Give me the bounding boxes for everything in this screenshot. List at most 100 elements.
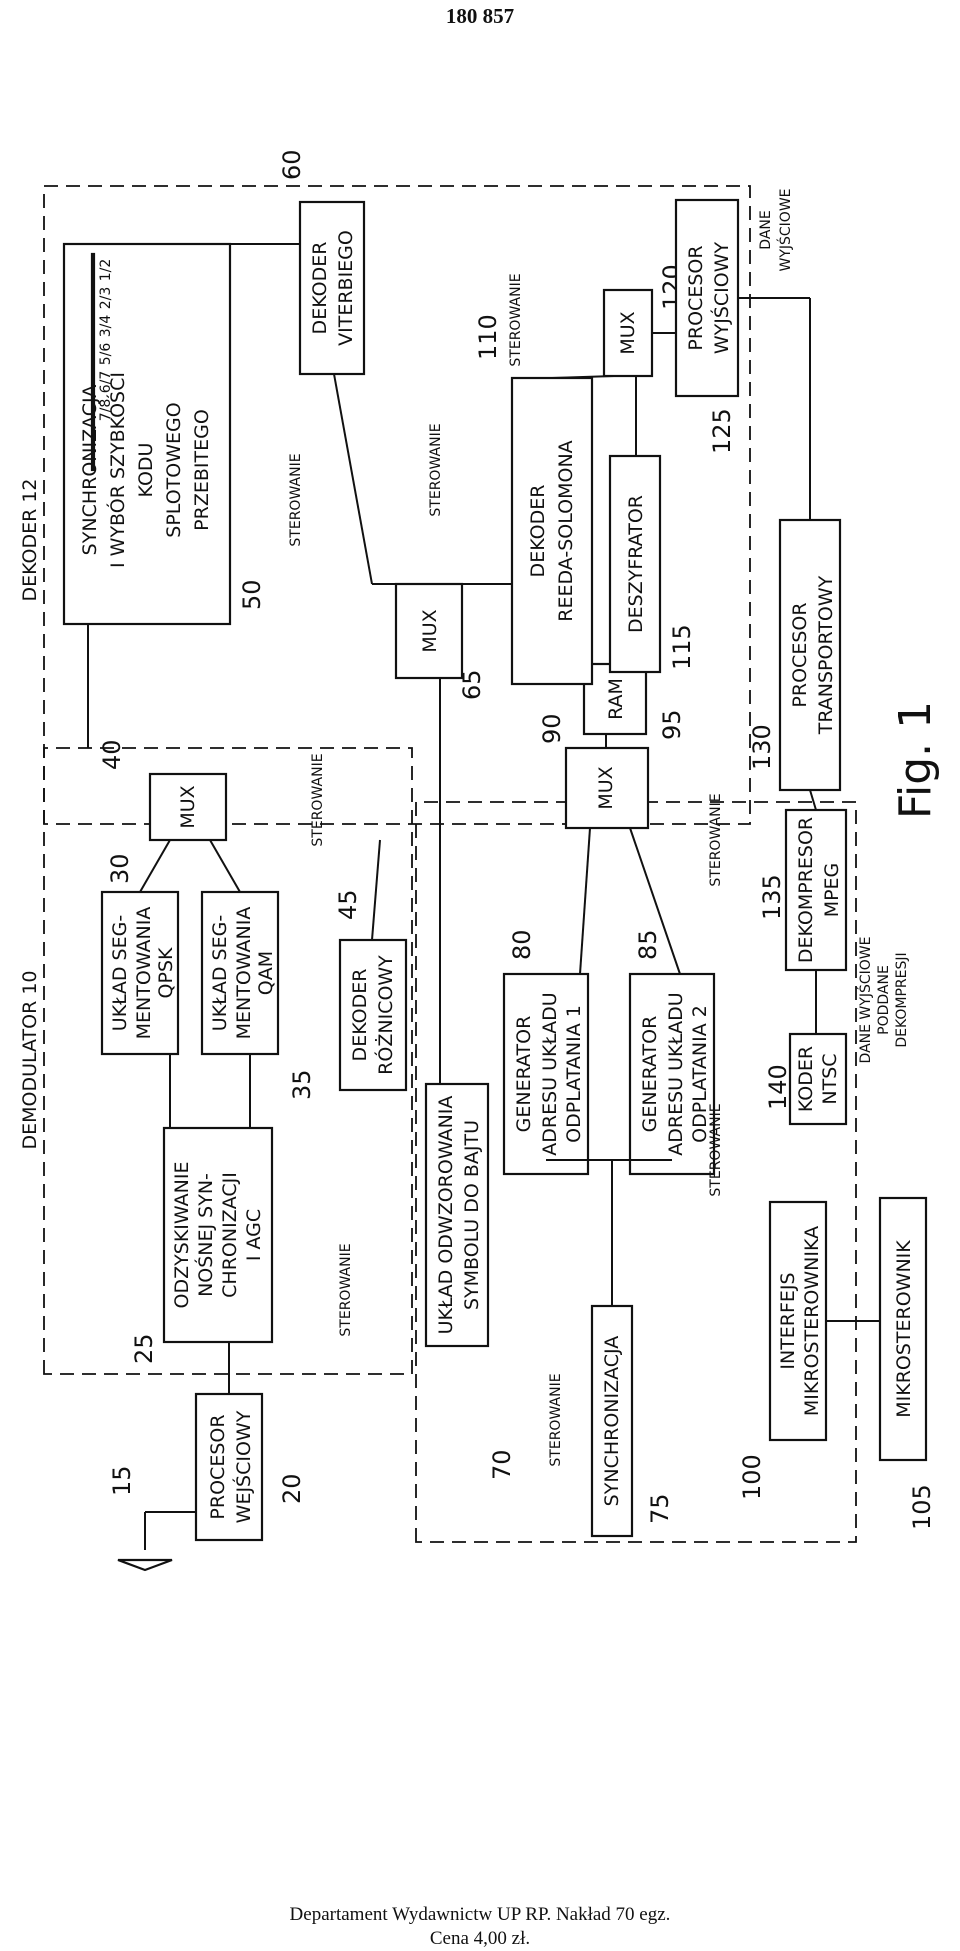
ntsc-coder-ref: 140 bbox=[764, 1064, 792, 1110]
decompressed-data-line1: DANE WYJŚCIOWE bbox=[856, 937, 874, 1064]
mux-65-ref: 65 bbox=[458, 669, 486, 700]
mux-40-ref: 40 bbox=[98, 739, 126, 770]
input-processor-ref: 20 bbox=[278, 1473, 306, 1504]
svg-text:MUX: MUX bbox=[177, 785, 199, 828]
sync-rate-ref: 50 bbox=[238, 579, 266, 610]
symbol-byte-block: UKŁAD ODWZOROWANIA SYMBOLU DO BAJTU bbox=[424, 1082, 490, 1348]
output-processor-block: PROCESOR WYJŚCIOWY bbox=[674, 198, 740, 398]
svg-text:WEJŚCIOWY: WEJŚCIOWY bbox=[231, 1410, 255, 1523]
svg-text:MENTOWANIA: MENTOWANIA bbox=[133, 907, 155, 1040]
ram-ref: 95 bbox=[658, 709, 686, 740]
transport-processor-ref: 130 bbox=[748, 724, 776, 770]
rate-6-7: 6/7 bbox=[98, 371, 114, 394]
svg-text:NOŚNEJ SYN-: NOŚNEJ SYN- bbox=[193, 1173, 217, 1297]
mpeg-decompressor-ref: 135 bbox=[758, 874, 786, 920]
mux-90-block: MUX bbox=[564, 746, 650, 830]
svg-text:DEKODER: DEKODER bbox=[349, 969, 371, 1062]
sync-75-control: STEROWANIE bbox=[548, 1373, 564, 1466]
svg-text:I AGC: I AGC bbox=[243, 1209, 265, 1261]
footer-publisher: Departament Wydawnictw UP RP. Nakład 70 … bbox=[289, 1904, 671, 1925]
viterbi-decoder-ref: 60 bbox=[278, 149, 306, 180]
decompressed-data-line2: PODDANE bbox=[876, 965, 892, 1035]
qpsk-ref: 30 bbox=[106, 853, 134, 884]
svg-text:DEKODER: DEKODER bbox=[309, 242, 331, 335]
svg-text:ODPLATANIA 2: ODPLATANIA 2 bbox=[689, 1005, 711, 1143]
antenna-ref: 15 bbox=[108, 1465, 136, 1496]
rate-7-8: 7/8 bbox=[98, 399, 114, 422]
svg-text:TRANSPORTOWY: TRANSPORTOWY bbox=[815, 575, 837, 735]
svg-text:MENTOWANIA: MENTOWANIA bbox=[233, 907, 255, 1040]
differential-decoder-block: DEKODER RÓŻNICOWY bbox=[338, 938, 408, 1092]
qam-ref: 35 bbox=[288, 1069, 316, 1100]
micro-interface-block: INTERFEJS MIKROSTEROWNIKA bbox=[768, 1200, 828, 1442]
svg-text:SYNCHRONIZACJA: SYNCHRONIZACJA bbox=[79, 385, 101, 556]
differential-decoder-ref: 45 bbox=[334, 889, 362, 920]
micro-interface-control: STEROWANIE bbox=[708, 1103, 724, 1196]
reed-solomon-block: DEKODER REEDA-SOLOMONA bbox=[510, 376, 594, 686]
svg-text:PRZEBITEGO: PRZEBITEGO bbox=[191, 409, 213, 531]
footer-price: Cena 4,00 zł. bbox=[429, 1928, 531, 1949]
svg-text:MUX: MUX bbox=[595, 766, 617, 809]
svg-text:MIKROSTEROWNIK: MIKROSTEROWNIK bbox=[893, 1240, 915, 1418]
mux-65-control: STEROWANIE bbox=[428, 423, 444, 516]
microcontroller-block: MIKROSTEROWNIK bbox=[878, 1196, 928, 1462]
output-processor-ref: 125 bbox=[708, 408, 736, 454]
address-generator-2-block: GENERATOR ADRESU UKŁADU ODPLATANIA 2 bbox=[628, 972, 716, 1176]
output-data-line2: WYJŚCIOWE bbox=[776, 188, 794, 271]
svg-text:DESZYFRATOR: DESZYFRATOR bbox=[625, 495, 647, 633]
carrier-recovery-ref: 25 bbox=[130, 1333, 158, 1364]
svg-text:MUX: MUX bbox=[617, 311, 639, 354]
ram-block: RAM bbox=[582, 662, 648, 736]
mux-120-control: STEROWANIE bbox=[508, 273, 524, 366]
sync-75-ref: 75 bbox=[646, 1493, 674, 1524]
svg-text:MIKROSTEROWNIKA: MIKROSTEROWNIKA bbox=[801, 1226, 823, 1416]
figure-caption: Fig. 1 bbox=[890, 701, 941, 819]
decoder-label: DEKODER 12 bbox=[19, 478, 41, 601]
input-processor-block: PROCESOR WEJŚCIOWY bbox=[194, 1392, 264, 1542]
symbol-byte-ref: 70 bbox=[488, 1449, 516, 1480]
rate-table: 1/2 2/3 3/4 5/6 6/7 7/8 bbox=[90, 252, 114, 472]
svg-text:QAM: QAM bbox=[255, 951, 277, 995]
svg-text:DEKOMPRESOR: DEKOMPRESOR bbox=[795, 817, 817, 963]
mux-90-control: STEROWANIE bbox=[708, 793, 724, 886]
svg-text:DEKODER: DEKODER bbox=[527, 485, 549, 578]
sync-rate-block: SYNCHRONIZACJA I WYBÓR SZYBKOŚCI KODU SP… bbox=[62, 242, 232, 626]
micro-interface-ref: 100 bbox=[738, 1454, 766, 1500]
svg-text:UKŁAD SEG-: UKŁAD SEG- bbox=[209, 915, 231, 1031]
ntsc-coder-block: KODER NTSC bbox=[788, 1032, 848, 1126]
svg-text:ADRESU UKŁADU: ADRESU UKŁADU bbox=[539, 992, 561, 1155]
svg-text:MPEG: MPEG bbox=[821, 863, 843, 918]
mpeg-decompressor-block: DEKOMPRESOR MPEG bbox=[784, 808, 848, 972]
page-number: 180 857 bbox=[445, 4, 515, 28]
qpsk-block: UKŁAD SEG- MENTOWANIA QPSK bbox=[100, 890, 180, 1056]
svg-text:ODZYSKIWANIE: ODZYSKIWANIE bbox=[171, 1162, 193, 1309]
rate-1-2: 1/2 bbox=[98, 259, 114, 282]
svg-text:REEDA-SOLOMONA: REEDA-SOLOMONA bbox=[555, 440, 577, 621]
svg-text:I WYBÓR SZYBKOŚCI: I WYBÓR SZYBKOŚCI bbox=[105, 372, 129, 568]
svg-text:INTERFEJS: INTERFEJS bbox=[777, 1272, 799, 1369]
svg-text:NTSC: NTSC bbox=[819, 1053, 841, 1104]
svg-text:GENERATOR: GENERATOR bbox=[513, 1016, 535, 1133]
address-generator-1-block: GENERATOR ADRESU UKŁADU ODPLATANIA 1 bbox=[502, 972, 590, 1176]
demodulator-label: DEMODULATOR 10 bbox=[19, 970, 41, 1149]
svg-text:VITERBIEGO: VITERBIEGO bbox=[335, 230, 357, 346]
svg-text:ADRESU UKŁADU: ADRESU UKŁADU bbox=[665, 992, 687, 1155]
svg-text:ODPLATANIA 1: ODPLATANIA 1 bbox=[563, 1005, 585, 1143]
address-generator-1-ref: 80 bbox=[508, 929, 536, 960]
microcontroller-ref: 105 bbox=[908, 1484, 936, 1530]
mux-40-block: MUX bbox=[148, 772, 228, 842]
mux-65-block: MUX bbox=[394, 582, 464, 680]
reed-solomon-ref: 110 bbox=[474, 314, 502, 360]
descrambler-block: DESZYFRATOR bbox=[608, 454, 662, 674]
mux-120-block: MUX bbox=[602, 288, 654, 378]
descrambler-ref: 115 bbox=[668, 624, 696, 670]
qam-block: UKŁAD SEG- MENTOWANIA QAM bbox=[200, 890, 280, 1056]
transport-processor-block: PROCESOR TRANSPORTOWY bbox=[778, 518, 842, 792]
decompressed-data-line3: DEKOMPRESJI bbox=[894, 952, 910, 1047]
svg-text:PROCESOR: PROCESOR bbox=[207, 1414, 229, 1519]
svg-text:UKŁAD ODWZOROWANIA: UKŁAD ODWZOROWANIA bbox=[435, 1096, 457, 1335]
viterbi-decoder-block: DEKODER VITERBIEGO bbox=[298, 200, 366, 376]
rate-2-3: 2/3 bbox=[98, 287, 114, 310]
svg-text:PROCESOR: PROCESOR bbox=[685, 245, 707, 350]
